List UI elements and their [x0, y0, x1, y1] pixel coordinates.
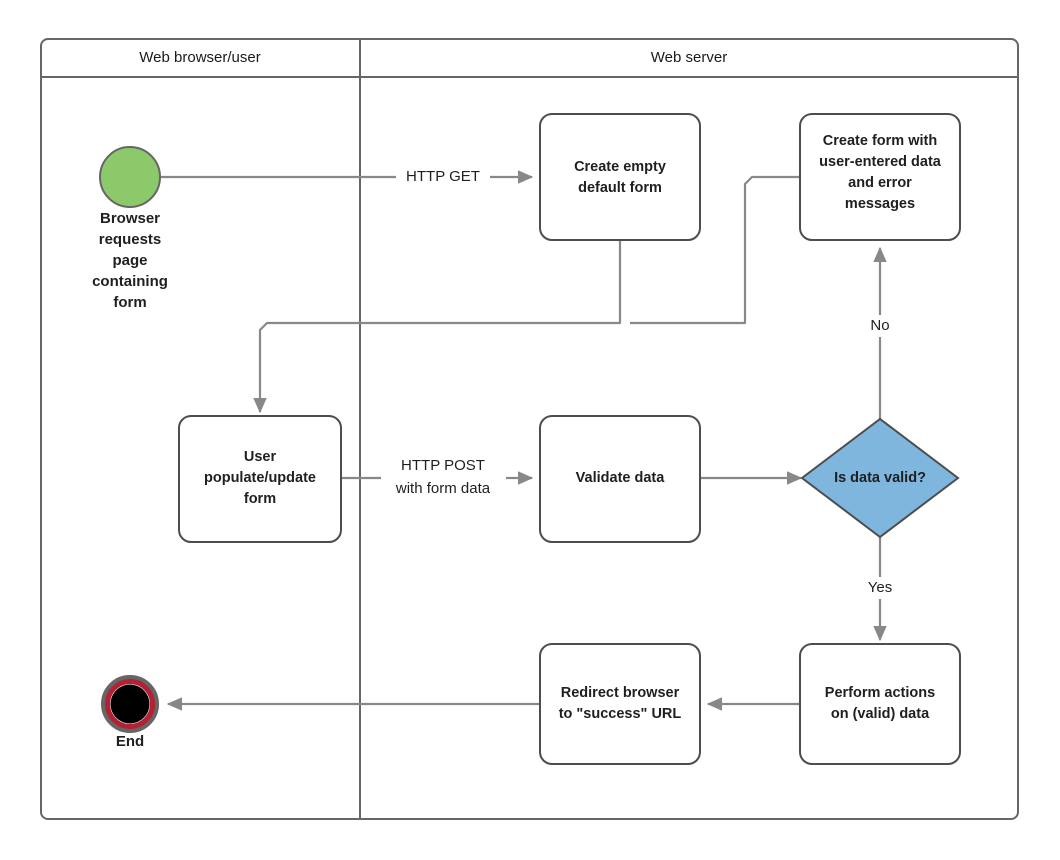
- is-data-valid-diamond[interactable]: [800, 417, 960, 539]
- create-form-errors-label-1: Create form with: [823, 133, 937, 149]
- create-form-errors-box[interactable]: [799, 113, 961, 241]
- node-user-populate[interactable]: User populate/update form: [178, 415, 342, 543]
- lane-title-server: Web server: [651, 49, 727, 66]
- swimlane-frame: [40, 38, 1019, 820]
- start-caption-line-2: requests: [99, 231, 162, 248]
- user-populate-label-3: form: [244, 491, 276, 507]
- end-node-outer-ring: [101, 675, 159, 733]
- node-create-empty-form[interactable]: Create empty default form: [539, 113, 701, 241]
- node-redirect-browser[interactable]: Redirect browser to "success" URL: [539, 643, 701, 765]
- create-form-errors-label-4: messages: [845, 196, 915, 212]
- start-caption-line-1: Browser: [100, 210, 160, 227]
- start-caption-line-5: form: [113, 294, 146, 311]
- edge-create-empty-form-to-user-populate: [253, 240, 622, 414]
- node-perform-actions[interactable]: Perform actions on (valid) data: [799, 643, 961, 765]
- create-empty-form-box[interactable]: [539, 113, 701, 241]
- redirect-browser-label-1: Redirect browser: [561, 685, 680, 701]
- edge-label-http-post-line2: with form data: [395, 480, 491, 497]
- lane-title-browser: Web browser/user: [139, 49, 260, 66]
- validate-data-box[interactable]: [539, 415, 701, 543]
- redirect-browser-box[interactable]: [539, 643, 701, 765]
- lane-header-server: Web server: [651, 49, 727, 66]
- start-node-circle[interactable]: [99, 146, 161, 208]
- node-validate-data[interactable]: Validate data: [539, 415, 701, 543]
- end-node-fill[interactable]: [110, 684, 150, 724]
- create-empty-form-label-1: Create empty: [574, 159, 666, 175]
- end-node-red-ring: [105, 679, 155, 729]
- edge-label-no-bg: [862, 315, 900, 337]
- perform-actions-box[interactable]: [799, 643, 961, 765]
- edge-label-http-get-bg: [396, 166, 490, 188]
- edge-label-yes-bg: [859, 577, 901, 599]
- create-empty-form-label-2: default form: [578, 180, 662, 196]
- edge-label-http-post-bg: [381, 452, 506, 498]
- edge-label-http-post-line1: HTTP POST: [401, 457, 485, 474]
- user-populate-label-1: User: [244, 449, 277, 465]
- user-populate-label-2: populate/update: [204, 470, 316, 486]
- edge-label-http-get: HTTP GET: [406, 168, 480, 185]
- is-data-valid-label: Is data valid?: [834, 470, 926, 486]
- perform-actions-label-2: on (valid) data: [831, 706, 930, 722]
- swimlane-outer-border: [40, 38, 1019, 820]
- edge-labels-layer: HTTP GET HTTP POST with form data No Yes: [381, 166, 901, 599]
- node-end[interactable]: End: [101, 675, 159, 750]
- edges-layer: [160, 170, 887, 711]
- user-populate-box[interactable]: [178, 415, 342, 543]
- start-caption-line-3: page: [112, 252, 147, 269]
- node-is-data-valid[interactable]: Is data valid?: [800, 417, 960, 539]
- node-start[interactable]: Browser requests page containing form: [92, 146, 168, 311]
- edge-label-branch-yes: Yes: [868, 579, 892, 596]
- create-form-errors-label-3: and error: [848, 175, 912, 191]
- edge-label-branch-no: No: [870, 317, 889, 334]
- lane-header-browser: Web browser/user: [139, 49, 260, 66]
- perform-actions-label-1: Perform actions: [825, 685, 935, 701]
- start-caption-line-4: containing: [92, 273, 168, 290]
- redirect-browser-label-2: to "success" URL: [559, 706, 682, 722]
- edge-create-form-errors-to-merge: [630, 175, 800, 325]
- create-form-errors-label-2: user-entered data: [819, 154, 942, 170]
- end-caption: End: [116, 733, 144, 750]
- node-create-form-errors[interactable]: Create form with user-entered data and e…: [799, 113, 961, 241]
- validate-data-label: Validate data: [576, 470, 666, 486]
